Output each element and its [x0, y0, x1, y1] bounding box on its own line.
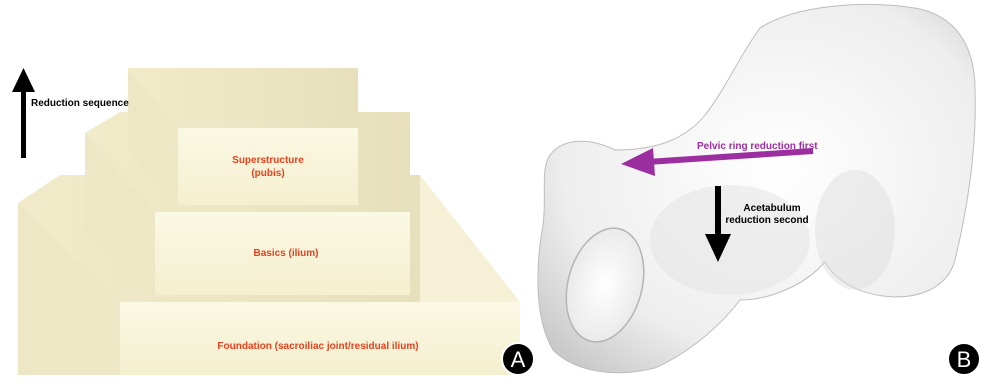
hip-bone-illustration: Pelvic ring reduction first Acetabulum r…: [535, 0, 982, 378]
arrow-shaft: [21, 86, 26, 158]
arrow-up-icon: [12, 68, 35, 92]
reduction-sequence-label: Reduction sequence: [31, 98, 129, 109]
superstructure-label: Superstructure: [232, 155, 304, 166]
foundation-front-face: [120, 302, 520, 375]
panel-a: Reduction sequence Superstructure (pubis…: [0, 0, 535, 378]
ischial-region: [815, 170, 895, 290]
reduction-sequence-arrow: [12, 68, 35, 158]
foundation-label: Foundation (sacroiliac joint/residual il…: [217, 341, 418, 352]
acetabulum-sublabel: reduction second: [725, 215, 808, 226]
pelvic-ring-label: Pelvic ring reduction first: [697, 141, 818, 152]
superstructure-sublabel: (pubis): [251, 168, 284, 179]
acetabulum-region: [650, 185, 810, 295]
badge-a: A: [502, 343, 534, 375]
svg-text:B: B: [957, 347, 972, 372]
svg-text:A: A: [511, 347, 526, 372]
superstructure-block: [128, 68, 358, 205]
pyramid-diagram: Reduction sequence Superstructure (pubis…: [0, 0, 535, 378]
foundation-right-slope: [420, 175, 520, 302]
panel-b: Pelvic ring reduction first Acetabulum r…: [535, 0, 982, 378]
acetabulum-arrow-shaft: [715, 186, 721, 236]
acetabulum-label: Acetabulum: [743, 203, 800, 214]
superstructure-front-face: [178, 128, 358, 205]
badge-b: B: [948, 343, 980, 375]
basics-label: Basics (ilium): [253, 248, 318, 259]
